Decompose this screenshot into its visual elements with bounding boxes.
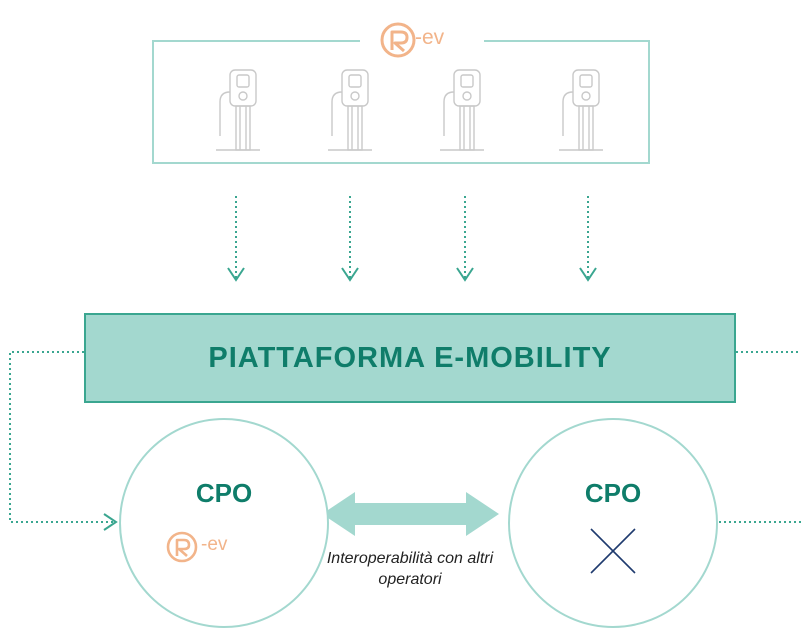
down-arrowhead-4: [579, 267, 597, 282]
brand-logo: [360, 20, 484, 60]
left-cpo-r-logo-icon: [166, 531, 198, 563]
left-connector-arrowhead: [103, 513, 118, 531]
x-cross-icon: [590, 528, 636, 574]
interoperability-double-arrow: [322, 492, 499, 536]
interoperability-label: Interoperabilità con altri operatori: [326, 550, 494, 588]
left-cpo-logo-text: -ev: [201, 534, 228, 555]
brand-logo-text: -ev: [415, 26, 445, 49]
right-cpo-circle: [508, 418, 718, 628]
left-cpo-label: CPO: [195, 478, 253, 508]
connector-layer: [9, 196, 801, 536]
left-connector: [9, 351, 114, 523]
platform-title: PIATTAFORMA E-MOBILITY: [208, 341, 612, 374]
platform-banner: PIATTAFORMA E-MOBILITY: [84, 313, 736, 403]
right-cpo-label: CPO: [584, 478, 642, 508]
down-arrowhead-3: [456, 267, 474, 282]
left-cpo-circle: [119, 418, 329, 628]
down-arrowhead-1: [227, 267, 245, 282]
r-logo-icon: [380, 22, 416, 58]
down-arrowhead-2: [341, 267, 359, 282]
